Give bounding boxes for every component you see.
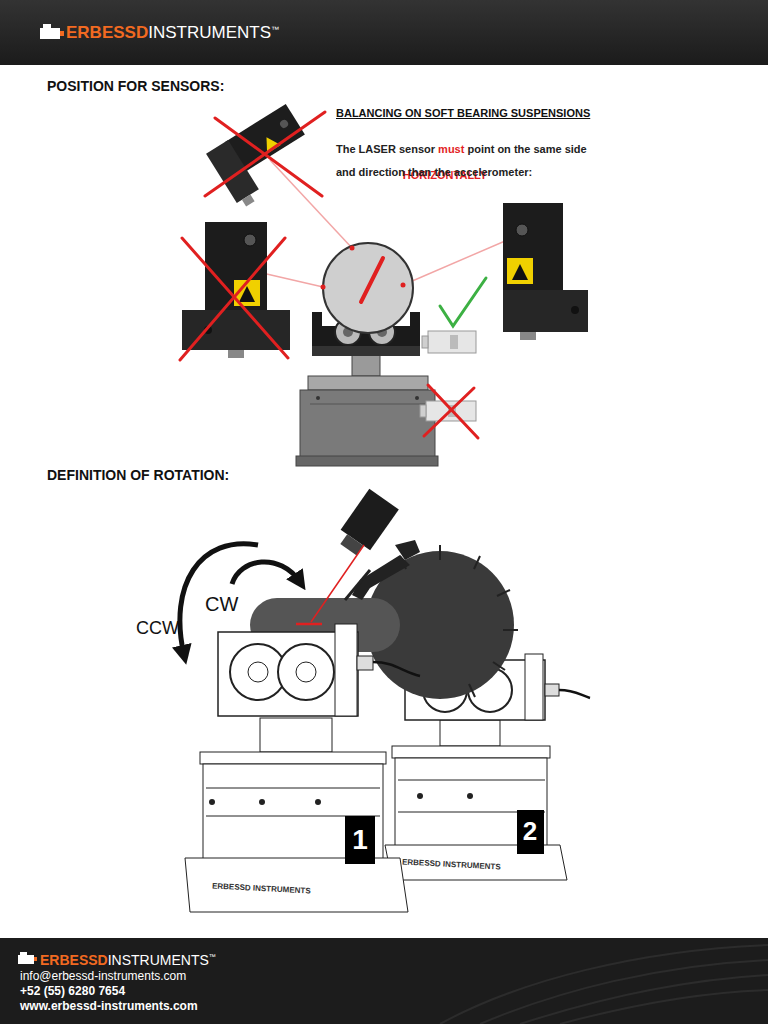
number-plate: 2: [517, 810, 544, 854]
callout-number: 1: [352, 823, 368, 857]
footer-swoosh: [440, 945, 768, 1024]
trademark-mark: ™: [209, 953, 216, 960]
contact-email: info@erbessd-instruments.com: [20, 969, 186, 983]
correct-mark: [440, 278, 486, 326]
footer-logo-icon: [18, 952, 37, 964]
text-run: INSTRUMENTS: [108, 952, 209, 968]
text-run: must: [438, 143, 464, 155]
subheading: BALANCING ON SOFT BEARING SUSPENSIONS: [336, 107, 590, 120]
rotation-label: CW: [205, 592, 238, 616]
balancer-base: [185, 718, 408, 912]
text-run: ERBESSD: [66, 23, 148, 42]
instruction-text: The LASER sensormustpoint on the same si…: [336, 136, 604, 182]
text-run: INSTRUMENTS: [148, 23, 271, 42]
section-heading: DEFINITION OF ROTATION:: [47, 467, 229, 484]
rotation-label: CCW: [136, 618, 179, 640]
logo-icon: [40, 24, 64, 39]
base-brand-text: ERBESSD INSTRUMENTS: [212, 881, 311, 896]
laser-sensor: [503, 203, 588, 340]
rotor-disc: [321, 243, 414, 333]
footer-bar: [0, 938, 768, 1024]
accelerometer: [422, 331, 476, 353]
bearing-stand: [218, 624, 420, 716]
trademark-mark: ™: [271, 25, 279, 34]
contact-web: www.erbessd-instruments.com: [20, 999, 198, 1013]
callout-number: 2: [523, 816, 537, 847]
header-bar: [0, 0, 768, 65]
wrong-mark: [180, 112, 478, 438]
cw-arrow: [232, 562, 300, 584]
brush-roll: [250, 545, 518, 699]
brand-logo: ERBESSDINSTRUMENTS™: [66, 21, 279, 46]
base-brand-text: ERBESSD INSTRUMENTS: [402, 857, 501, 872]
balancer-base: [385, 720, 567, 880]
text-run: The LASER sensor: [336, 143, 435, 155]
section-heading: POSITION FOR SENSORS:: [47, 78, 224, 95]
number-plate: 1: [345, 816, 375, 864]
balancer-base: [296, 354, 438, 466]
text-run: ERBESSD: [40, 952, 108, 968]
laser-sensor: [311, 489, 420, 622]
contact-phone: +52 (55) 6280 7654: [20, 984, 125, 998]
brand-logo: ERBESSDINSTRUMENTS™: [40, 948, 216, 971]
